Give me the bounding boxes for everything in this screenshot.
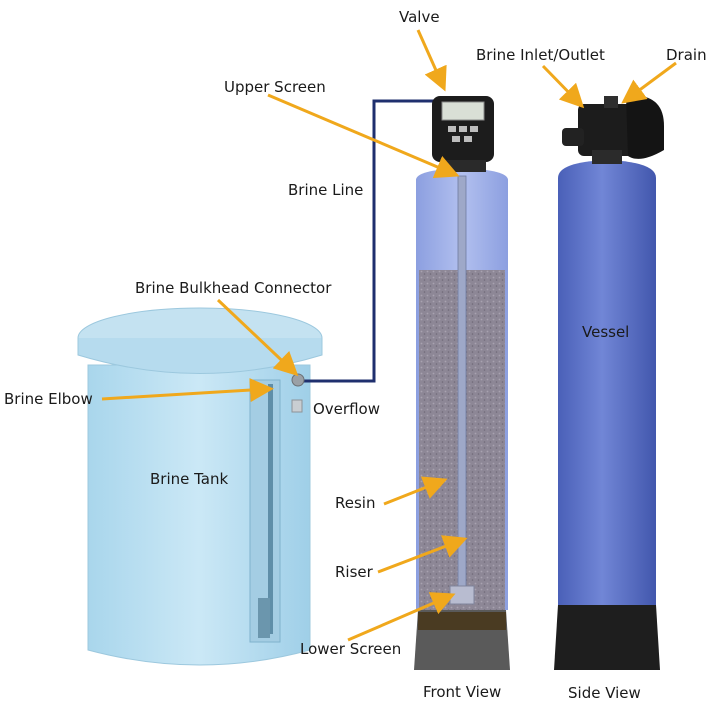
side-view-label: Side View (568, 684, 641, 702)
drain-label: Drain (666, 46, 707, 64)
brine-inlet-outlet-label: Brine Inlet/Outlet (476, 46, 605, 64)
brine-tank-label: Brine Tank (150, 470, 229, 488)
brine-line-label: Brine Line (288, 181, 364, 199)
vessel-label: Vessel (582, 323, 630, 341)
brine-bulkhead-connector-label: Brine Bulkhead Connector (135, 279, 332, 297)
front-view-label: Front View (423, 683, 502, 701)
side-vessel (554, 95, 664, 670)
leader-arrows (101, 29, 677, 642)
front-vessel (414, 96, 510, 670)
lower-screen-label: Lower Screen (300, 640, 402, 658)
resin-label: Resin (335, 494, 376, 512)
valve-label: Valve (399, 8, 440, 26)
brine-line (291, 99, 434, 413)
brine-elbow-label: Brine Elbow (4, 390, 93, 408)
upper-screen-label: Upper Screen (224, 78, 326, 96)
overflow-label: Overflow (313, 400, 380, 418)
riser-label: Riser (335, 563, 373, 581)
brine-tank (77, 307, 323, 666)
